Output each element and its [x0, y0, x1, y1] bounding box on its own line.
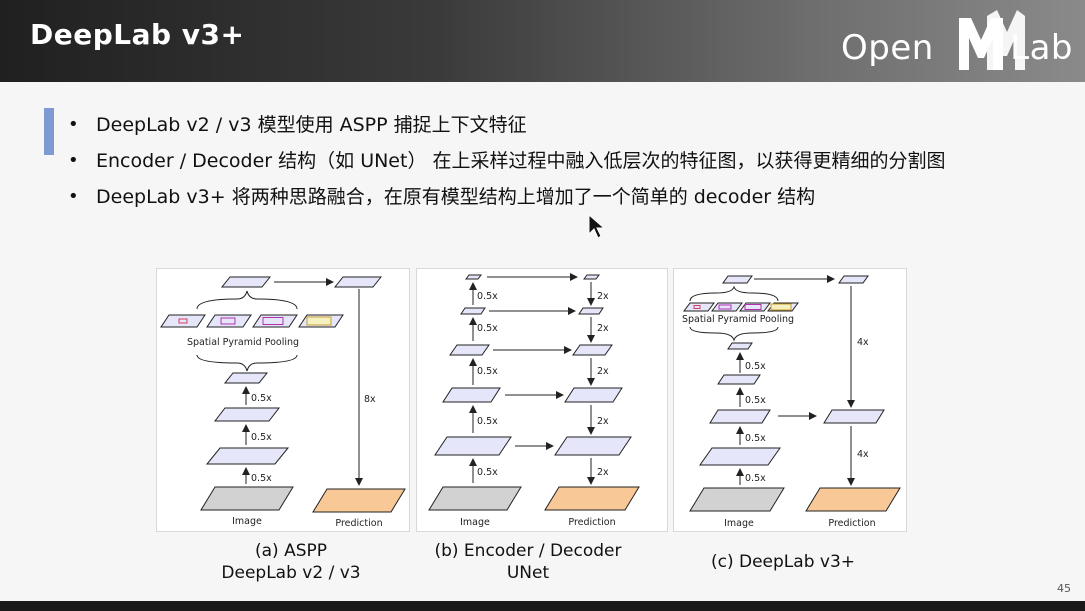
feature-map: [434, 436, 512, 456]
diagram-deeplabv3plus: Spatial Pyramid Pooling 0.5x 0.5x 0.5x 0…: [673, 268, 907, 532]
decoder-scale-label: 2x: [597, 416, 609, 427]
scale-label: 0.5x: [745, 395, 766, 406]
feature-map: [460, 307, 486, 315]
page-number: 45: [1057, 582, 1071, 595]
image-input: [428, 486, 522, 511]
pooling-feature: [252, 314, 298, 328]
caption-line: DeepLab v2 / v3: [221, 563, 361, 583]
caption-deeplabv3plus: (c) DeepLab v3+: [690, 551, 876, 573]
bullet-item: DeepLab v2 / v3 模型使用 ASPP 捕捉上下文特征: [66, 110, 946, 146]
caption-line: (c) DeepLab v3+: [710, 552, 856, 572]
prediction-label: Prediction: [828, 518, 875, 529]
feature-map: [722, 275, 753, 284]
decoder-scale-label: 2x: [597, 467, 609, 478]
image-input: [200, 486, 294, 511]
diagram-encoder-decoder: 0.5x 0.5x 0.5x 0.5x 0.5x Image 2x 2x 2x …: [416, 268, 668, 532]
encoder-scale-label: 0.5x: [477, 366, 498, 377]
footer-bar: [0, 601, 1085, 611]
feature-map: [442, 387, 501, 403]
prediction-output: [312, 488, 406, 513]
accent-bar: [44, 108, 54, 155]
pooling-feature: [711, 302, 743, 312]
mouse-cursor-icon: [588, 214, 606, 239]
upsample-label: 4x: [857, 337, 869, 348]
scale-label: 0.5x: [745, 473, 766, 484]
upsample-label: 8x: [364, 394, 376, 405]
caption-encoder-decoder: (b) Encoder / Decoder UNet: [420, 540, 636, 584]
feature-map: [717, 374, 761, 385]
feature-map: [572, 344, 613, 356]
caption-line: (b) Encoder / Decoder: [434, 541, 622, 561]
feature-map: [583, 274, 600, 280]
pooling-feature: [206, 314, 252, 328]
brace: [196, 290, 298, 310]
brace: [689, 326, 779, 342]
scale-label: 0.5x: [251, 432, 272, 443]
image-input: [689, 487, 785, 512]
pooling-feature: [160, 314, 206, 328]
diagram-aspp: Spatial Pyramid Pooling 0.5x 0.5x 0.5x I…: [156, 268, 410, 532]
feature-map: [333, 276, 383, 288]
feature-map: [205, 447, 290, 465]
brace: [196, 354, 298, 372]
caption-line: UNet: [506, 563, 550, 583]
feature-map: [727, 342, 753, 350]
decoder-scale-label: 2x: [597, 366, 609, 377]
caption-line: (a) ASPP: [254, 541, 327, 561]
feature-map: [220, 276, 272, 288]
image-label: Image: [460, 517, 490, 528]
scale-label: 0.5x: [251, 473, 272, 484]
bullet-item: DeepLab v3+ 将两种思路融合，在原有模型结构上增加了一个简单的 dec…: [66, 182, 946, 218]
prediction-output: [544, 486, 640, 511]
encoder-scale-label: 0.5x: [477, 323, 498, 334]
feature-map: [213, 407, 281, 422]
scale-label: 0.5x: [745, 361, 766, 372]
pooling-feature: [683, 302, 715, 312]
image-label: Image: [232, 516, 262, 527]
logo-lab-text: Lab: [1010, 28, 1073, 68]
feature-map: [823, 409, 885, 424]
prediction-label: Prediction: [568, 517, 615, 528]
feature-map: [709, 409, 771, 424]
encoder-scale-label: 0.5x: [477, 291, 498, 302]
upsample-label: 4x: [857, 449, 869, 460]
feature-map: [578, 307, 604, 315]
encoder-scale-label: 0.5x: [477, 416, 498, 427]
brace: [689, 285, 779, 302]
scale-label: 0.5x: [251, 393, 272, 404]
feature-map: [465, 274, 482, 280]
openmmlab-logo: Open Lab: [841, 6, 1073, 76]
bullet-item: Encoder / Decoder 结构（如 UNet） 在上采样过程中融入低层…: [66, 146, 946, 182]
feature-map: [564, 387, 623, 403]
slide-title: DeepLab v3+: [30, 18, 245, 51]
feature-map: [223, 372, 269, 384]
image-label: Image: [724, 518, 754, 529]
mm-icon: [959, 10, 1025, 70]
decoder-scale-label: 2x: [597, 291, 609, 302]
feature-map: [699, 447, 781, 466]
caption-aspp: (a) ASPP DeepLab v2 / v3: [196, 540, 386, 584]
logo-open-text: Open: [841, 28, 934, 68]
spp-label: Spatial Pyramid Pooling: [187, 337, 299, 348]
slide-header: DeepLab v3+ Open Lab: [0, 0, 1085, 82]
feature-map: [554, 436, 632, 456]
bullet-list: DeepLab v2 / v3 模型使用 ASPP 捕捉上下文特征 Encode…: [66, 110, 946, 218]
prediction-output: [805, 487, 901, 512]
prediction-label: Prediction: [335, 518, 382, 529]
spp-label: Spatial Pyramid Pooling: [682, 314, 794, 325]
feature-map: [449, 344, 490, 356]
encoder-scale-label: 0.5x: [477, 467, 498, 478]
scale-label: 0.5x: [745, 433, 766, 444]
decoder-scale-label: 2x: [597, 323, 609, 334]
feature-map: [838, 275, 869, 284]
